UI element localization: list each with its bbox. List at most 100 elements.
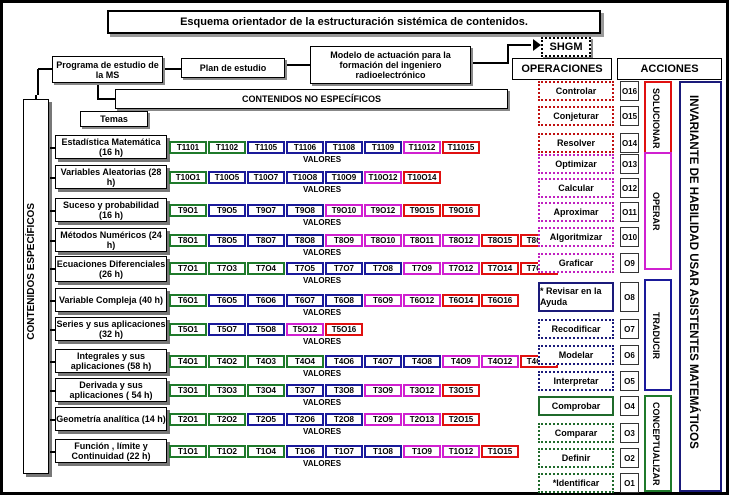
operation-code: O13 bbox=[620, 154, 639, 174]
valores-label: VALORES bbox=[303, 248, 342, 257]
topic-cell-row: T4O1T4O2T4O3T4O4T4O6T4O7T4O8T4O9T4O12T4O… bbox=[169, 355, 559, 368]
operation-box: Modelar bbox=[538, 345, 614, 365]
diagram-canvas: Esquema orientador de la estructuración … bbox=[3, 3, 726, 493]
operation-code: O7 bbox=[620, 319, 639, 339]
operation-box: Interpretar bbox=[538, 371, 614, 391]
topic-cell: T6O1 bbox=[169, 294, 207, 307]
valores-label: VALORES bbox=[303, 337, 342, 346]
topic-cell: T6O6 bbox=[247, 294, 285, 307]
topic-cell: T6O14 bbox=[442, 294, 480, 307]
topic-cell: T4O4 bbox=[286, 355, 324, 368]
topic-cell: T7O5 bbox=[286, 262, 324, 275]
topic-connector bbox=[50, 451, 56, 453]
topic-cell: T8O8 bbox=[286, 234, 324, 247]
action-label: CONCEPTUALIZAR bbox=[651, 401, 661, 486]
topic-cell: T2O6 bbox=[286, 413, 324, 426]
topic-cell: T1102 bbox=[208, 141, 246, 154]
topic-cell: T7O8 bbox=[364, 262, 402, 275]
topic-box: Geometría analítica (14 h) bbox=[55, 407, 167, 431]
modelo-box: Modelo de actuación para la formación de… bbox=[310, 46, 471, 84]
topic-cell: T1105 bbox=[247, 141, 285, 154]
topic-cell: T8O5 bbox=[208, 234, 246, 247]
topic-box: Variables Aleatorias (28 h) bbox=[55, 165, 167, 189]
topic-cell: T10O1 bbox=[169, 171, 207, 184]
no-especificos-box: CONTENIDOS NO ESPECÍFICOS bbox=[115, 89, 508, 109]
topic-box: Derivada y sus aplicaciones ( 54 h) bbox=[55, 378, 167, 402]
topic-cell: T2O2 bbox=[208, 413, 246, 426]
topic-cell: T7O14 bbox=[481, 262, 519, 275]
topic-cell: T1109 bbox=[364, 141, 402, 154]
topic-cell: T10O14 bbox=[403, 171, 441, 184]
operation-code: O8 bbox=[620, 282, 639, 312]
valores-label: VALORES bbox=[303, 155, 342, 164]
diagram-title: Esquema orientador de la estructuración … bbox=[107, 10, 601, 34]
topic-cell: T9O12 bbox=[364, 204, 402, 217]
topic-cell: T9O1 bbox=[169, 204, 207, 217]
topic-cell: T1O1 bbox=[169, 445, 207, 458]
topic-box: Series y sus aplicaciones (32 h) bbox=[55, 317, 167, 341]
topic-cell: T2O8 bbox=[325, 413, 363, 426]
topic-cell: T2O13 bbox=[403, 413, 441, 426]
operation-box: Resolver bbox=[538, 133, 614, 153]
topic-cell: T4O3 bbox=[247, 355, 285, 368]
topic-box: Suceso y probabilidad (16 h) bbox=[55, 198, 167, 222]
topic-cell: T2O15 bbox=[442, 413, 480, 426]
plan-box: Plan de estudio bbox=[181, 58, 285, 78]
topic-cell: T9O10 bbox=[325, 204, 363, 217]
topic-cell: T4O12 bbox=[481, 355, 519, 368]
operation-code: O6 bbox=[620, 345, 639, 365]
valores-label: VALORES bbox=[303, 427, 342, 436]
operation-code: O4 bbox=[620, 396, 639, 416]
topic-cell-row: T7O1T7O3T7O4T7O5T7O7T7O8T7O9T7O12T7O14T7… bbox=[169, 262, 559, 275]
topic-cell: T5O12 bbox=[286, 323, 324, 336]
topic-box: Métodos Numéricos (24 h) bbox=[55, 228, 167, 252]
topic-cell: T7O3 bbox=[208, 262, 246, 275]
topic-cell: T10O7 bbox=[247, 171, 285, 184]
topic-cell: T3O7 bbox=[286, 384, 324, 397]
topic-cell: T3O3 bbox=[208, 384, 246, 397]
valores-label: VALORES bbox=[303, 459, 342, 468]
valores-label: VALORES bbox=[303, 276, 342, 285]
operation-box: *Identificar bbox=[538, 473, 614, 493]
valores-label: VALORES bbox=[303, 308, 342, 317]
topic-cell: T7O1 bbox=[169, 262, 207, 275]
topic-cell: T1101 bbox=[169, 141, 207, 154]
topic-cell: T5O8 bbox=[247, 323, 285, 336]
topic-cell: T10O9 bbox=[325, 171, 363, 184]
operation-box: Aproximar bbox=[538, 202, 614, 222]
topic-cell: T4O9 bbox=[442, 355, 480, 368]
topic-cell: T6O5 bbox=[208, 294, 246, 307]
topic-connector bbox=[50, 268, 56, 270]
operation-box: Conjeturar bbox=[538, 106, 614, 126]
operation-box: Calcular bbox=[538, 178, 614, 198]
topic-connector bbox=[50, 361, 56, 363]
topic-cell: T8O15 bbox=[481, 234, 519, 247]
topic-cell: T3O9 bbox=[364, 384, 402, 397]
topic-cell: T4O1 bbox=[169, 355, 207, 368]
operation-box: Recodificar bbox=[538, 319, 614, 339]
topic-cell: T5O7 bbox=[208, 323, 246, 336]
topic-cell: T10O12 bbox=[364, 171, 402, 184]
operaciones-header: OPERACIONES bbox=[512, 58, 612, 80]
valores-label: VALORES bbox=[303, 369, 342, 378]
topic-cell: T8O7 bbox=[247, 234, 285, 247]
operation-code: O10 bbox=[620, 227, 639, 247]
topic-cell: T2O5 bbox=[247, 413, 285, 426]
action-label: TRADUCIR bbox=[651, 311, 661, 359]
action-group-box bbox=[644, 81, 672, 155]
topic-connector bbox=[50, 329, 56, 331]
topic-connector bbox=[50, 419, 56, 421]
topic-box: Estadística Matemática (16 h) bbox=[55, 135, 167, 159]
topic-cell: T5O1 bbox=[169, 323, 207, 336]
topic-cell: T6O7 bbox=[286, 294, 324, 307]
topic-cell: T8O12 bbox=[442, 234, 480, 247]
operation-box: * Revisar en la Ayuda bbox=[538, 282, 614, 312]
temas-box: Temas bbox=[80, 111, 148, 127]
topic-connector bbox=[50, 147, 56, 149]
topic-connector bbox=[50, 390, 56, 392]
topic-cell: T7O9 bbox=[403, 262, 441, 275]
